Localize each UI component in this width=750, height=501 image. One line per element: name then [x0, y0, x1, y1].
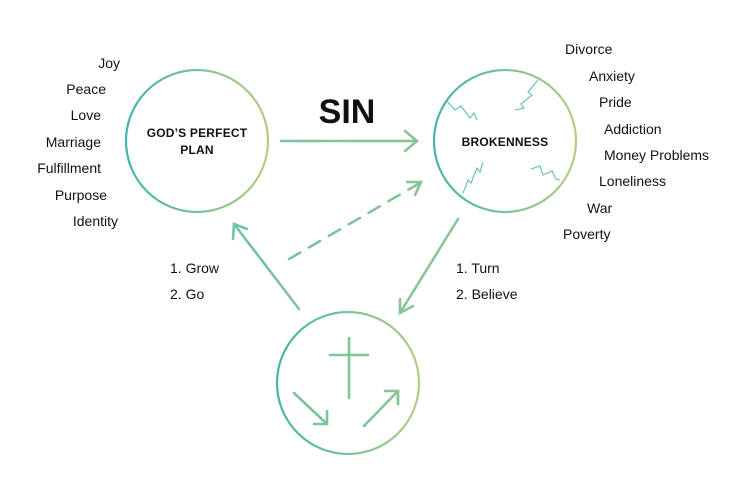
sin-label: SIN	[319, 93, 376, 131]
sin-arrow	[279, 129, 420, 153]
cross-icon	[328, 336, 370, 400]
step-grow: 1. Grow	[170, 260, 220, 276]
crack-mark	[514, 79, 539, 111]
list-item: Anxiety	[589, 68, 635, 84]
list-item: Fulfillment	[37, 160, 101, 176]
list-item: Pride	[599, 94, 632, 110]
dashed-arrow	[287, 180, 424, 261]
gods-perfect-plan-label-line2: PLAN	[180, 143, 213, 157]
step-believe: 2. Believe	[456, 286, 518, 302]
list-item: Money Problems	[604, 147, 709, 163]
gods-perfect-plan-circle	[124, 68, 270, 214]
list-item: Loneliness	[599, 173, 666, 189]
brokenness-label: BROKENNESS	[462, 135, 549, 149]
gods-perfect-plan-label-line1: GOD’S PERFECT	[147, 126, 248, 140]
grow-go-steps: 1. Grow 2. Go	[170, 260, 220, 302]
crack-mark	[530, 165, 561, 181]
list-item: Poverty	[563, 226, 610, 242]
list-item: Love	[71, 107, 102, 123]
cross-circle	[275, 310, 421, 456]
list-item: Marriage	[46, 134, 101, 150]
list-item: Addiction	[604, 121, 662, 137]
list-item: War	[587, 200, 612, 216]
crack-mark	[446, 100, 478, 121]
up-right-arrow-icon	[362, 389, 400, 428]
blessings-list: Joy Peace Love Marriage Fulfillment Purp…	[37, 55, 120, 229]
step-go: 2. Go	[170, 286, 204, 302]
list-item: Purpose	[55, 187, 107, 203]
turn-arrow	[398, 217, 460, 316]
brokenness-circle	[432, 68, 578, 214]
crack-mark	[462, 161, 484, 194]
crack-marks	[446, 79, 561, 194]
list-item: Joy	[98, 55, 120, 71]
list-item: Divorce	[565, 41, 613, 57]
down-right-arrow-icon	[292, 391, 329, 426]
grow-arrow	[231, 222, 301, 311]
list-item: Identity	[73, 213, 118, 229]
brokenness-list: Divorce Anxiety Pride Addiction Money Pr…	[563, 41, 709, 242]
list-item: Peace	[66, 81, 106, 97]
step-turn: 1. Turn	[456, 260, 500, 276]
turn-believe-steps: 1. Turn 2. Believe	[456, 260, 518, 302]
